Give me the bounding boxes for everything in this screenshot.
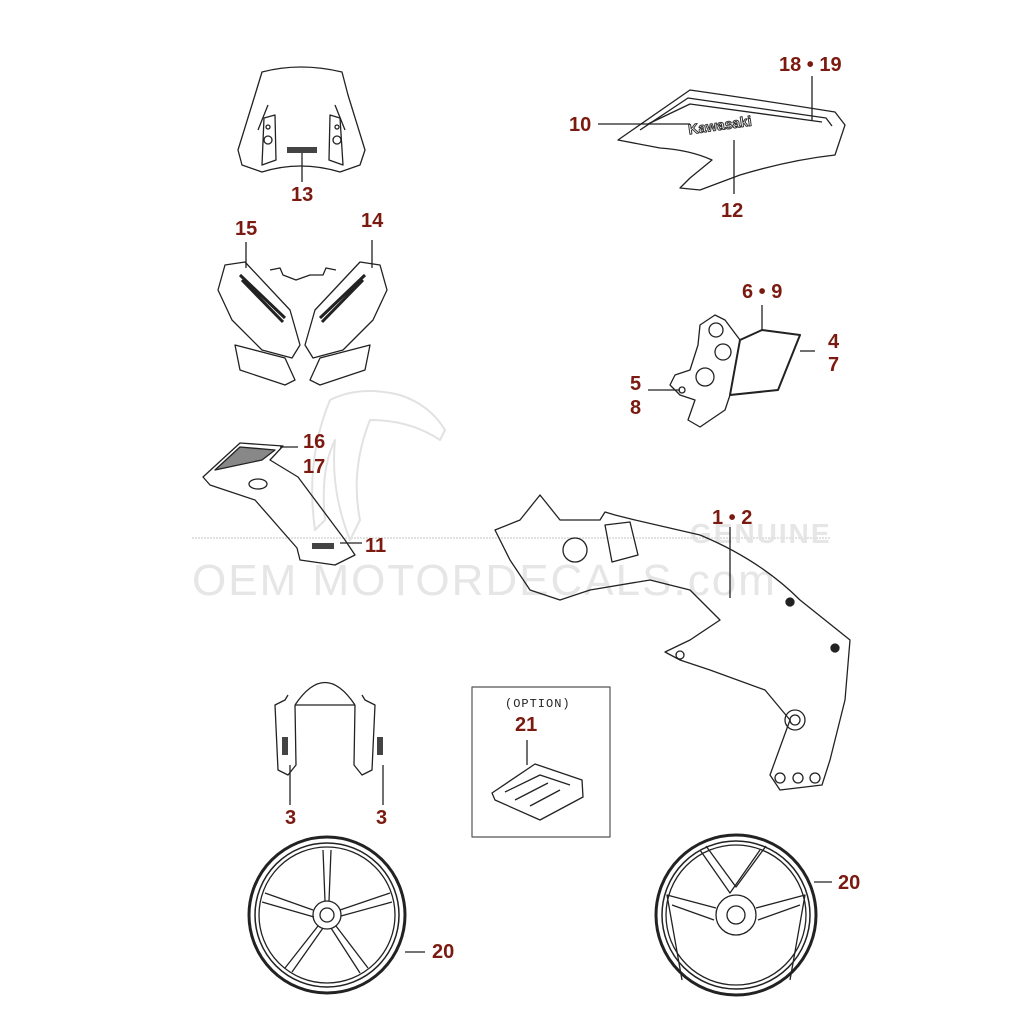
callout-10: 10 [569, 114, 592, 136]
callout-14: 14 [361, 210, 384, 232]
side-fairing-part [202, 442, 362, 566]
side-cover-part [648, 305, 815, 428]
callout-21: 21 [515, 714, 538, 736]
callout-3-left: 3 [285, 807, 297, 829]
tank-cover-part [598, 76, 846, 194]
rear-wheel-part [654, 833, 832, 997]
callout-3-right: 3 [376, 807, 388, 829]
callout-12: 12 [721, 200, 744, 222]
frame-part [494, 494, 851, 791]
callout-17: 17 [303, 456, 326, 478]
kawasaki-logo-text: Kawasaki [687, 113, 752, 138]
windscreen-part [237, 66, 366, 182]
fork-guard-part [274, 681, 384, 805]
watermark-genuine: GENUINE [690, 518, 832, 549]
headlight-cowl-part [217, 240, 388, 386]
callout-18-19: 18 • 19 [779, 54, 842, 76]
front-wheel-part [247, 835, 425, 995]
watermark-bird-icon [192, 390, 830, 541]
callout-4: 4 [828, 331, 840, 353]
callout-20-front: 20 [432, 941, 455, 963]
callout-11: 11 [365, 535, 387, 557]
callout-13: 13 [291, 184, 314, 206]
option-label: (OPTION) [505, 697, 571, 711]
watermark-site: OEM MOTORDECALS.com [192, 556, 777, 605]
callout-16: 16 [303, 431, 326, 453]
callout-6-9: 6 • 9 [742, 281, 783, 303]
callout-15: 15 [235, 218, 258, 240]
option-box [471, 686, 611, 838]
callout-7: 7 [828, 354, 840, 376]
callout-5: 5 [630, 373, 642, 395]
callout-8: 8 [630, 397, 642, 419]
option-bracket-part [491, 740, 584, 821]
callout-20-rear: 20 [838, 872, 861, 894]
callout-1-2: 1 • 2 [712, 507, 753, 529]
